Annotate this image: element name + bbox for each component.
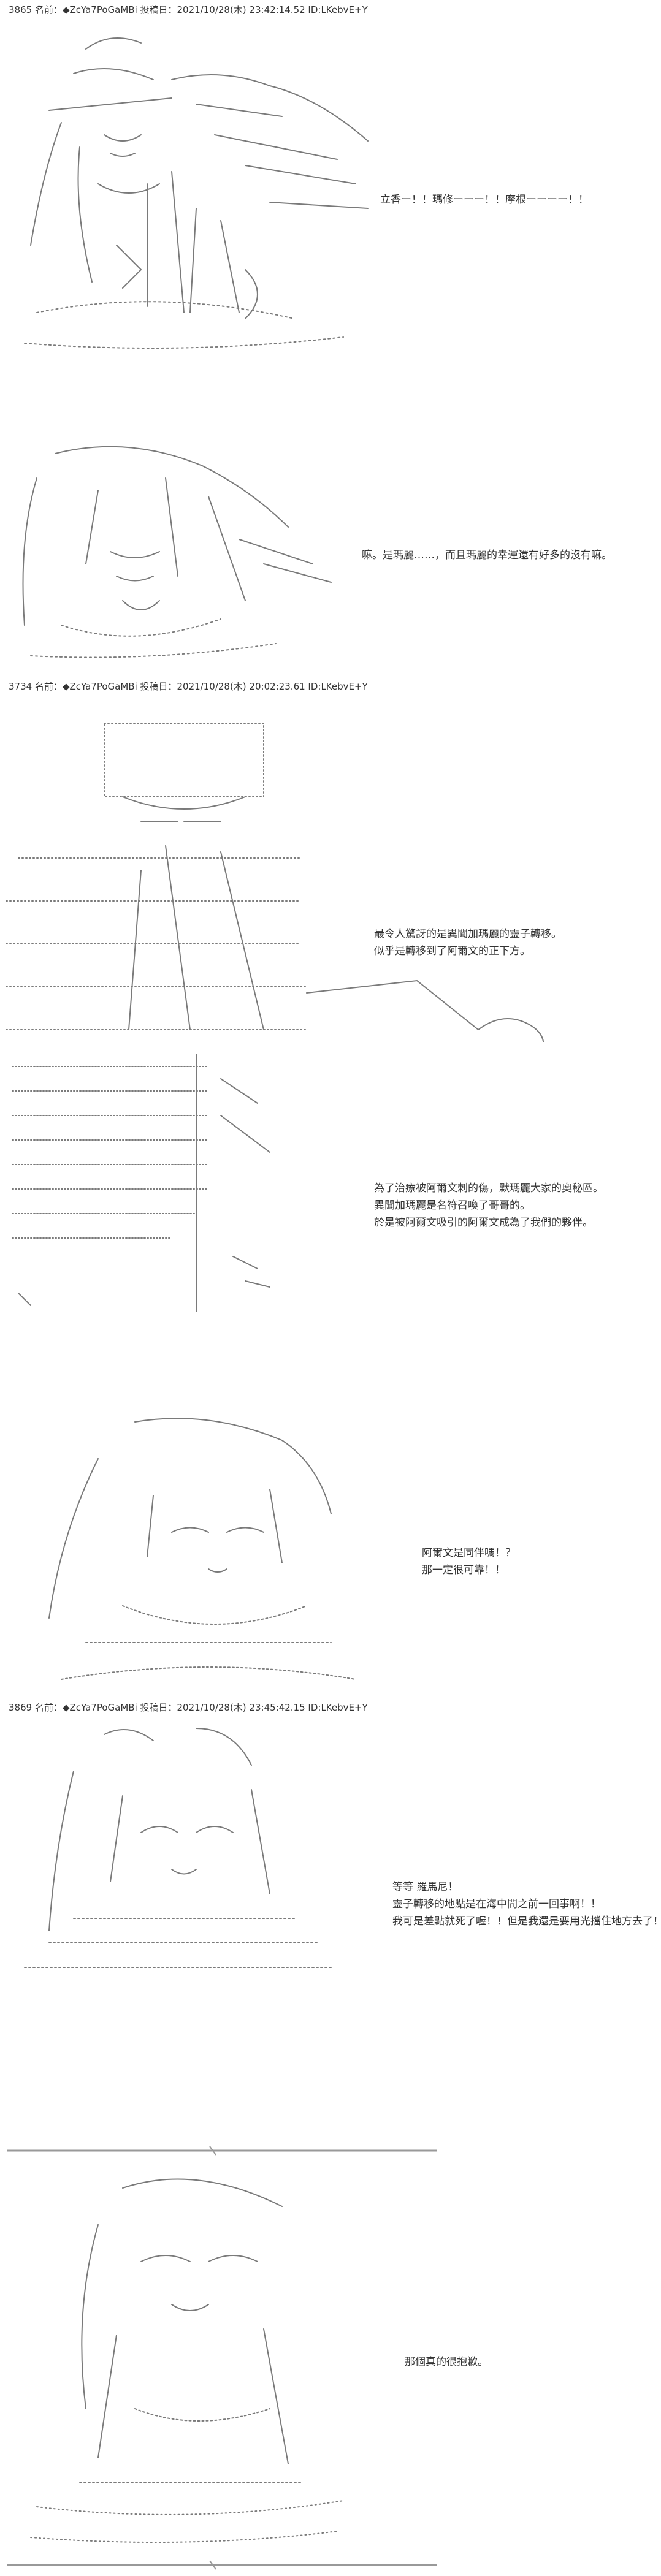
post-header-1: 3865 名前：◆ZcYa7PoGaMBi 投稿日：2021/10/28(木) … [9, 4, 368, 15]
aa-art-ritsuka [25, 1410, 392, 1692]
dialogue-line: 最令人驚訝的是異聞加瑪麗的靈子轉移。 [374, 928, 562, 940]
dialogue-line: 那一定很可靠！！ [422, 1564, 505, 1576]
aa-art-ritsuka-angry [12, 1722, 356, 1980]
panel-divider [7, 2559, 437, 2570]
aa-art-mary [6, 441, 350, 668]
dialogue-panel-2: 嘛。是瑪麗……，而且瑪麗的幸運還有好多的沒有嘛。 [362, 547, 612, 564]
dialogue-panel-1: 立香ー！！瑪修ーーー！！摩根ーーーー！！ [380, 191, 589, 208]
dialogue-panel-7: 那個真的很抱歉。 [405, 2354, 488, 2371]
post-header-2: 3734 名前：◆ZcYa7PoGaMBi 投稿日：2021/10/28(木) … [9, 681, 368, 692]
dialogue-line: 那個真的很抱歉。 [405, 2356, 488, 2368]
dialogue-line: 似乎是轉移到了阿爾文的正下方。 [374, 945, 530, 957]
panel-divider [7, 2145, 437, 2156]
aa-art-romani [12, 2164, 356, 2556]
dialogue-line: 為了治療被阿爾文刺的傷，默瑪麗大家的奧秘區。 [374, 1182, 603, 1195]
dialogue-panel-4: 為了治療被阿爾文刺的傷，默瑪麗大家的奧秘區。 異聞加瑪麗是名符召喚了哥哥的。 於… [374, 1180, 603, 1231]
aa-art-scream [12, 25, 380, 380]
dialogue-line: 異聞加瑪麗是名符召喚了哥哥的。 [374, 1199, 530, 1212]
dialogue-line: 我可是差點就死了喔！！但是我還是要用光擋住地方去了！！ [392, 1915, 661, 1928]
dialogue-panel-6: 等等 羅馬尼！ 靈子轉移的地點是在海中間之前一回事啊！！ 我可是差點就死了喔！！… [392, 1879, 661, 1930]
aa-art-alvin-legs [0, 1054, 343, 1312]
dialogue-line: 立香ー！！瑪修ーーー！！摩根ーーーー！！ [380, 194, 589, 206]
dialogue-line: 等等 羅馬尼！ [392, 1881, 459, 1893]
post-header-3: 3869 名前：◆ZcYa7PoGaMBi 投稿日：2021/10/28(木) … [9, 1702, 368, 1713]
dialogue-panel-3: 最令人驚訝的是異聞加瑪麗的靈子轉移。 似乎是轉移到了阿爾文的正下方。 [374, 925, 562, 960]
dialogue-line: 於是被阿爾文吸引的阿爾文成為了我們的夥伴。 [374, 1217, 593, 1229]
aa-art-alvin-mary [0, 699, 613, 1042]
dialogue-panel-5: 阿爾文是同伴嗎！？ 那一定很可靠！！ [422, 1544, 516, 1579]
dialogue-line: 阿爾文是同伴嗎！？ [422, 1547, 516, 1559]
dialogue-line: 嘛。是瑪麗……，而且瑪麗的幸運還有好多的沒有嘛。 [362, 549, 612, 561]
dialogue-line: 靈子轉移的地點是在海中間之前一回事啊！！ [392, 1898, 601, 1910]
